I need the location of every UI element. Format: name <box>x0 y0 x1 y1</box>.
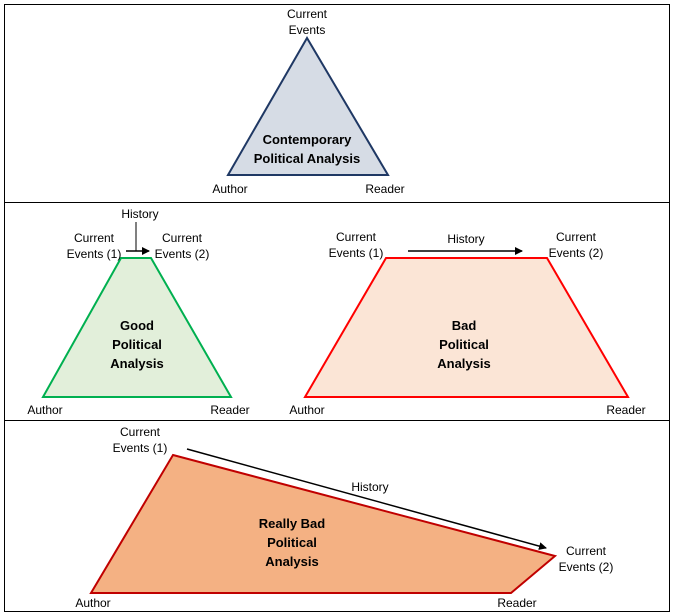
contemporary-triangle <box>226 36 390 176</box>
really-bad-history-label: History <box>351 480 389 494</box>
really-bad-author-label: Author <box>75 596 111 610</box>
bad-reader-label: Reader <box>606 403 646 417</box>
contemporary-reader-label: Reader <box>365 182 405 196</box>
contemporary-author-label: Author <box>212 182 248 196</box>
good-author-label: Author <box>27 403 63 417</box>
really-bad-reader-label: Reader <box>497 596 537 610</box>
really-bad-history-arrow <box>186 448 547 550</box>
bad-author-label: Author <box>289 403 325 417</box>
bad-history-label: History <box>447 232 485 246</box>
good-analysis-trapezoid <box>41 257 233 398</box>
bad-analysis-trapezoid <box>303 257 630 398</box>
good-reader-label: Reader <box>210 403 250 417</box>
really-bad-analysis-shape <box>89 453 558 594</box>
good-history-label: History <box>121 207 159 221</box>
